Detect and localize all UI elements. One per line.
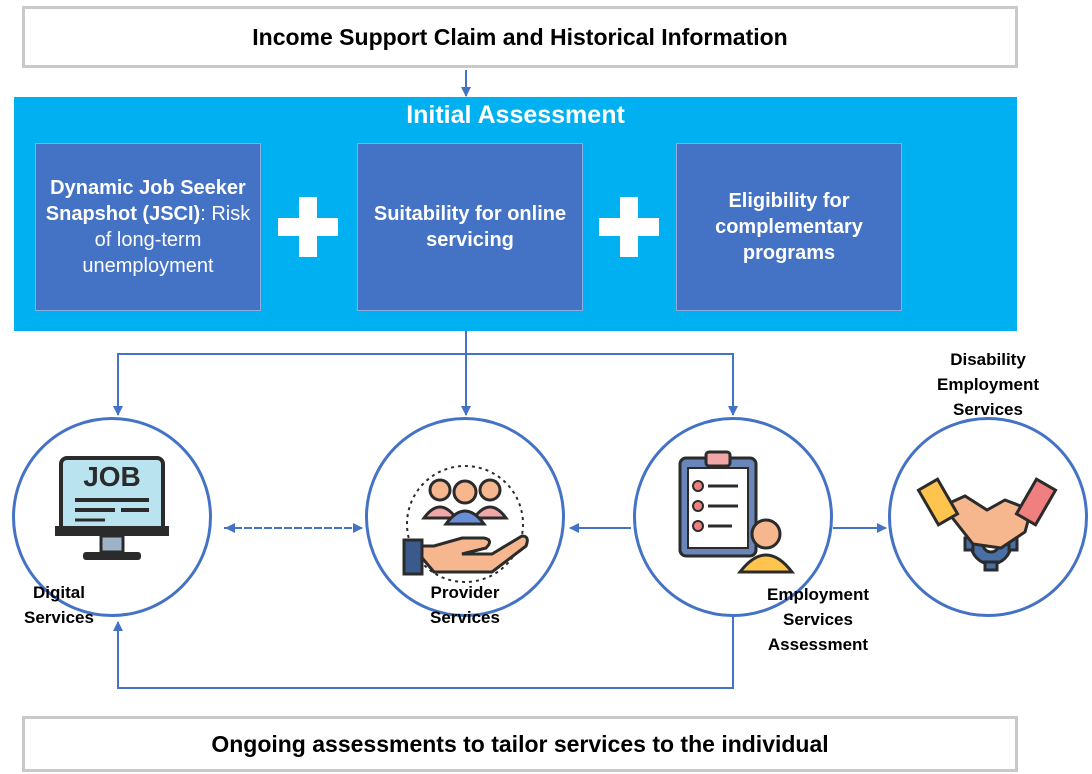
plus-icon: [599, 197, 659, 257]
initial-assessment-panel: Initial Assessment Dynamic Job Seeker Sn…: [14, 97, 1017, 331]
jsci-box: Dynamic Job Seeker Snapshot (JSCI): Risk…: [35, 143, 261, 311]
plus-icon: [278, 197, 338, 257]
jsci-normal-text: : Risk of long-term unemployment: [82, 203, 251, 277]
des-label: Disability Employment Services: [936, 350, 1040, 419]
eligibility-box: Eligibility for complementary programs: [676, 143, 902, 311]
digital-services-circle: JOB: [12, 417, 212, 617]
header-box: Income Support Claim and Historical Info…: [22, 6, 1018, 68]
online-suitability-text: Suitability for online servicing: [373, 203, 567, 251]
header-title: Income Support Claim and Historical Info…: [252, 23, 788, 50]
team-in-hand-icon: [402, 465, 529, 583]
footer-title: Ongoing assessments to tailor services t…: [211, 730, 829, 757]
job-monitor-icon: JOB: [55, 456, 169, 560]
provider-services-circle: [365, 417, 565, 617]
svg-text:JOB: JOB: [83, 461, 141, 492]
jsci-bold-text: Dynamic Job Seeker Snapshot (JSCI): [45, 177, 246, 225]
digital-services-label: Digital Services: [24, 583, 94, 627]
clipboard-assessor-icon: [678, 450, 796, 574]
eligibility-text: Eligibility for complementary programs: [715, 190, 863, 264]
esa-label: Employment Services Assessment: [766, 585, 870, 654]
esa-circle: [633, 417, 833, 617]
handshake-gear-icon: [916, 477, 1058, 572]
footer-box: Ongoing assessments to tailor services t…: [22, 716, 1018, 772]
online-suitability-box: Suitability for online servicing: [357, 143, 583, 311]
initial-assessment-title: Initial Assessment: [406, 101, 625, 129]
provider-services-label: Provider Services: [430, 583, 500, 627]
des-circle: [888, 417, 1088, 617]
